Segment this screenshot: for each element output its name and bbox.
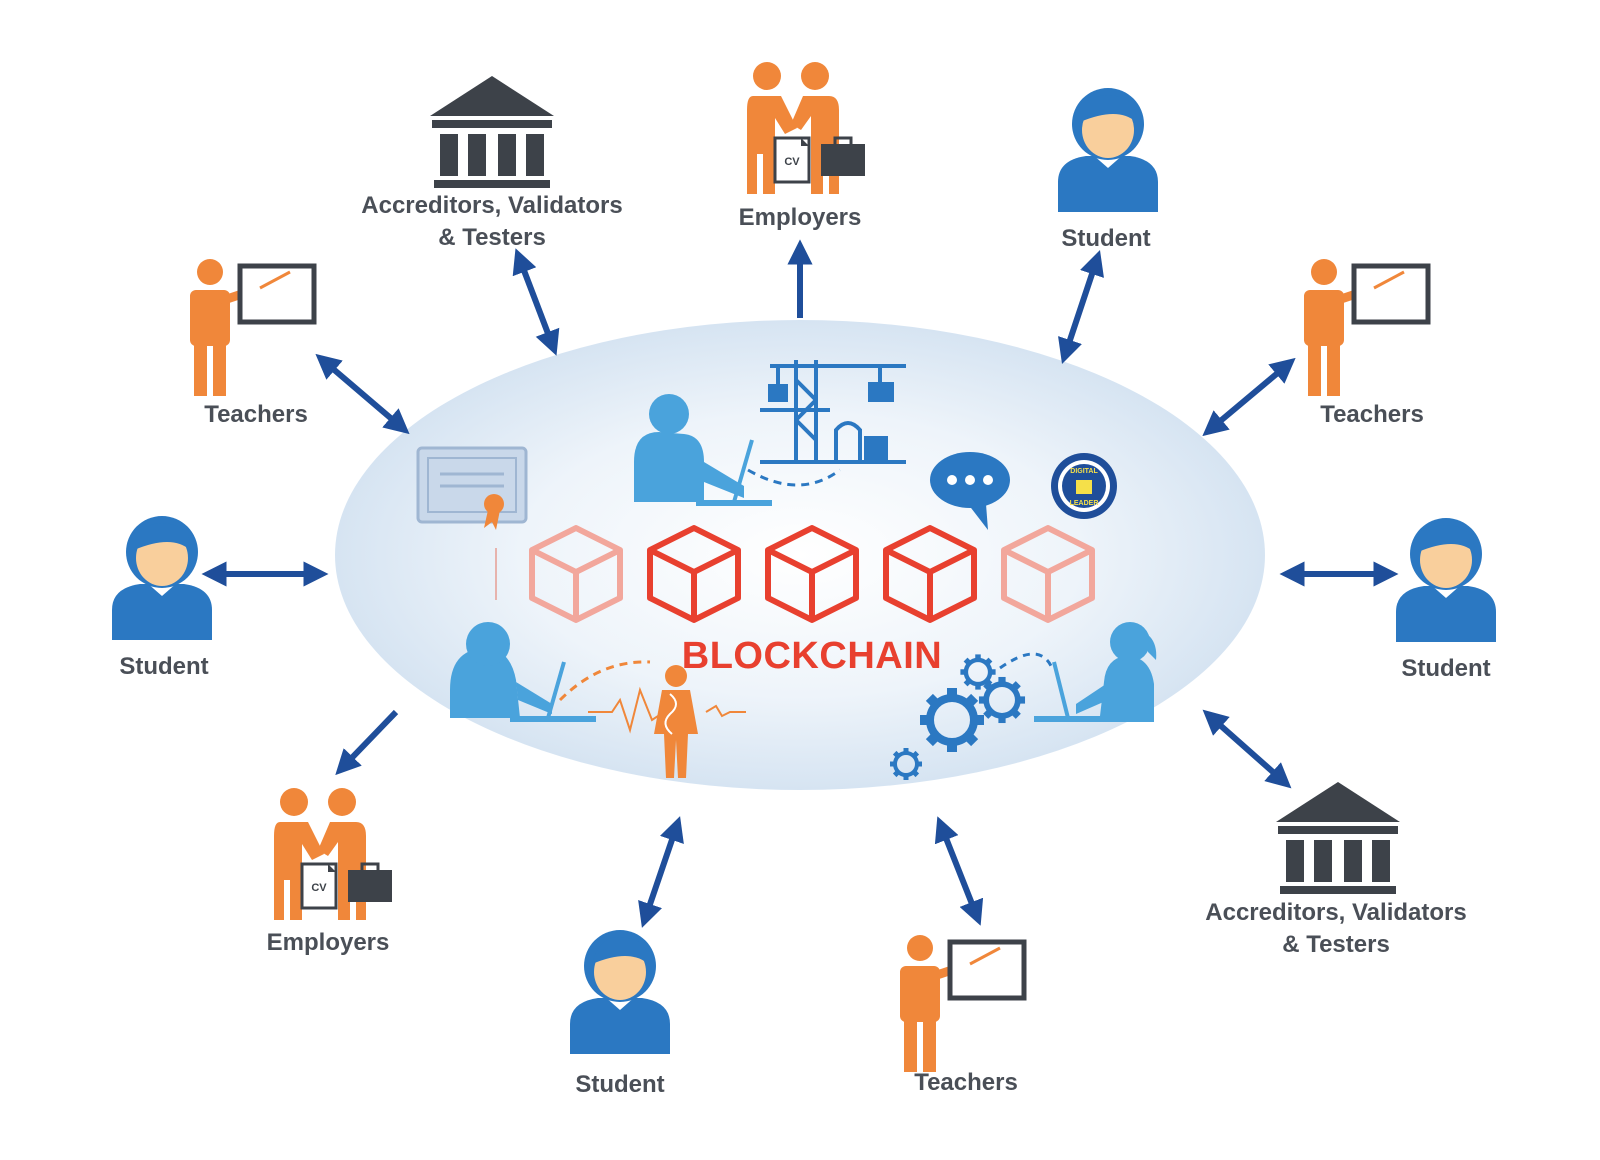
label-teachers-top-left: Teachers [204,401,308,428]
dashed-link [558,660,651,702]
label-accreditors-top-1: Accreditors, Validators [361,192,622,219]
teacher-icon [900,935,1024,1072]
bank-icon [430,76,554,188]
cv-label: CV [311,882,327,894]
blockchain-title: BLOCKCHAIN [682,635,942,677]
laptop-person-icon [1034,622,1157,722]
arrow-employers-bottom-left [335,709,399,776]
label-student-right: Student [1401,655,1490,682]
arrow-student-bottom [638,816,684,928]
badge-top-text: DIGITAL [1070,468,1098,475]
dna-body-icon [588,665,746,778]
handshake-icon: CV [745,60,867,196]
dashed-link [999,652,1054,670]
certificate-icon [416,446,528,530]
label-teachers-bottom: Teachers [914,1069,1018,1096]
arrow-teachers-bottom [934,816,984,926]
label-accreditors-bottom-1: Accreditors, Validators [1205,899,1466,926]
arrow-teachers-top-right [1202,357,1296,437]
bank-icon [1276,782,1400,894]
label-student-bottom: Student [575,1071,664,1098]
cv-label: CV [784,156,800,168]
teacher-icon [1304,259,1428,396]
student-icon [570,930,670,1054]
student-icon [1058,88,1158,212]
label-teachers-top-right: Teachers [1320,401,1424,428]
arrow-student-top [1058,250,1104,364]
student-icon [1396,518,1496,642]
label-employers-bottom-left: Employers [267,929,390,956]
label-employers-top: Employers [739,204,862,231]
arrow-accreditors-bottom [1202,709,1292,789]
arrow-teachers-top-left [315,353,410,435]
chat-icon [930,452,1010,530]
label-student-top: Student [1061,225,1150,252]
label-accreditors-bottom-2: & Testers [1282,931,1390,958]
badge-bottom-text: LEADER [1070,500,1099,507]
badge-icon: DIGITAL LEADER [1051,453,1117,519]
laptop-person-icon [450,622,596,722]
blockchain-ellipse [335,320,1265,790]
arrow-accreditors-top [512,248,560,356]
label-student-left: Student [119,653,208,680]
student-icon [112,516,212,640]
teacher-icon [190,259,314,396]
connector-arrows [201,239,1399,928]
crane-icon [760,360,906,464]
dashed-link [747,468,841,487]
label-accreditors-top-2: & Testers [438,224,546,251]
handshake-icon: CV [272,786,394,922]
